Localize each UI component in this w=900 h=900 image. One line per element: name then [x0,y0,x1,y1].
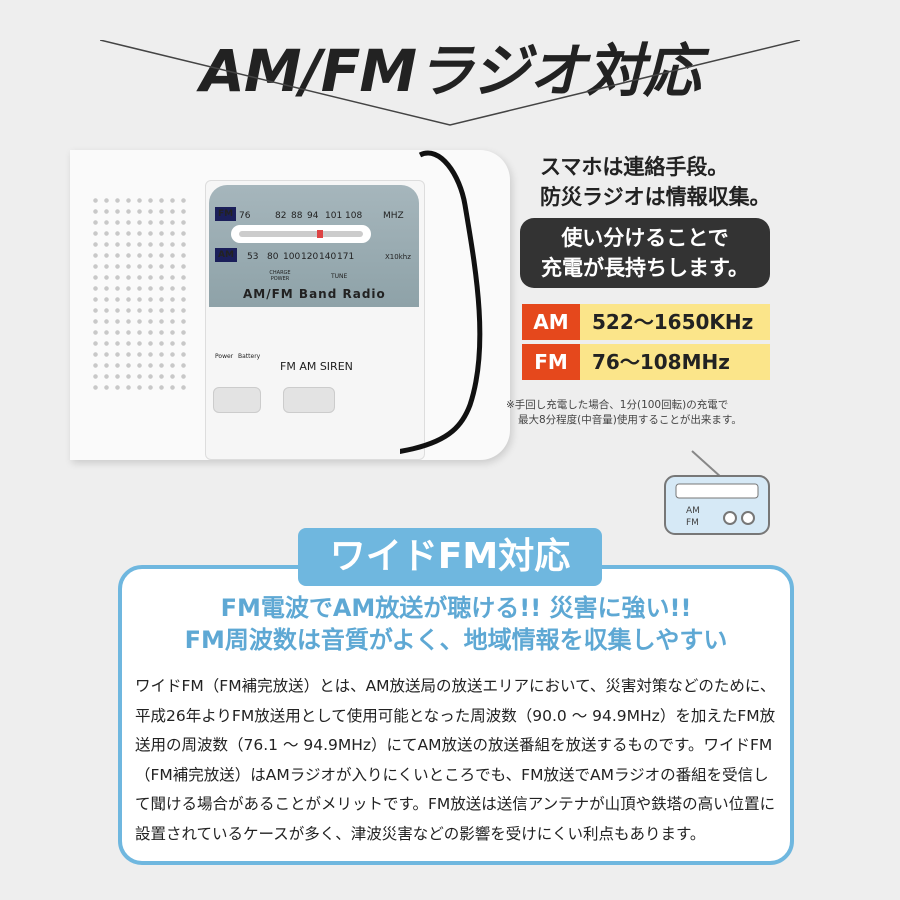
fm-tick: 94 [307,211,319,221]
am-unit: X10khz [385,253,411,261]
fm-tick: 88 [291,211,303,221]
note-line: ※手回し充電した場合、1分(100回転)の充電で [506,399,729,411]
mode-labels: FM AM SIREN [280,360,353,373]
right-headline: スマホは連絡手段。 防災ラジオは情報収集。 [540,152,771,212]
am-tick: 120 [301,252,319,262]
speaker-grille [90,195,190,395]
band-value: 76〜108MHz [580,344,770,380]
fm-tick: 101 [325,211,343,221]
title-chevron-line [100,40,800,126]
tune-label: TUNE [331,273,348,280]
wrist-strap [400,150,483,454]
am-tick: 53 [247,252,259,262]
am-badge: AM [215,248,237,262]
charging-note: ※手回し充電した場合、1分(100回転)の充電で 最大8分程度(中音量)使用する… [506,398,742,428]
battery-label: Battery [238,353,261,360]
band-key: FM [522,344,580,380]
battery-tip-pill: 使い分けることで 充電が長持ちします。 [520,218,770,288]
dial-window [231,225,371,243]
am-tick: 80 [267,252,279,262]
headline-line: スマホは連絡手段。 [540,155,729,179]
fm-tick: 82 [275,211,287,221]
pill-line: 充電が長持ちします。 [541,256,749,280]
pill-line: 使い分けることで [561,226,729,250]
icon-am-label: AM [686,506,700,516]
band-key: AM [522,304,580,340]
fm-tick: 76 [239,211,251,221]
wide-fm-box [118,565,794,865]
note-line: 最大8分程度(中音量)使用することが出来ます。 [518,414,742,426]
wide-fm-label: ワイドFM対応 [298,528,602,586]
headline-line: FM周波数は音質がよく、地域情報を収集しやすい [184,626,728,654]
wide-fm-headline: FM電波でAM放送が聴ける!! 災害に強い!! FM周波数は音質がよく、地域情報… [118,592,794,656]
power-switch [213,387,261,413]
tuning-needle [317,230,323,238]
icon-fm-label: FM [686,518,699,528]
page-title: AM/FMラジオ対応 [200,37,701,105]
am-tick: 171 [337,252,355,262]
fm-badge: FM [215,207,237,221]
charge-power-label: CHARGE POWER [269,270,291,282]
radio-icon: AM FM [662,448,772,542]
headline-line: 防災ラジオは情報収集。 [540,185,771,209]
mode-switch [283,387,335,413]
fm-tick: 108 [345,211,363,221]
fm-unit: MHZ [383,211,404,221]
tuning-dial: FM AM 76 82 88 94 101 108 MHZ 53 80 100 … [209,185,419,307]
wide-fm-description: ワイドFM（FM補完放送）とは、AM放送局の放送エリアにおいて、災害対策などのた… [135,677,776,843]
am-tick: 140 [319,252,337,262]
headline-line: FM電波でAM放送が聴ける!! 災害に強い!! [220,594,692,622]
brand-label: AM/FM Band Radio [243,287,386,301]
band-value: 522〜1650KHz [580,304,770,340]
am-tick: 100 [283,252,301,262]
power-label: Power [215,353,234,360]
